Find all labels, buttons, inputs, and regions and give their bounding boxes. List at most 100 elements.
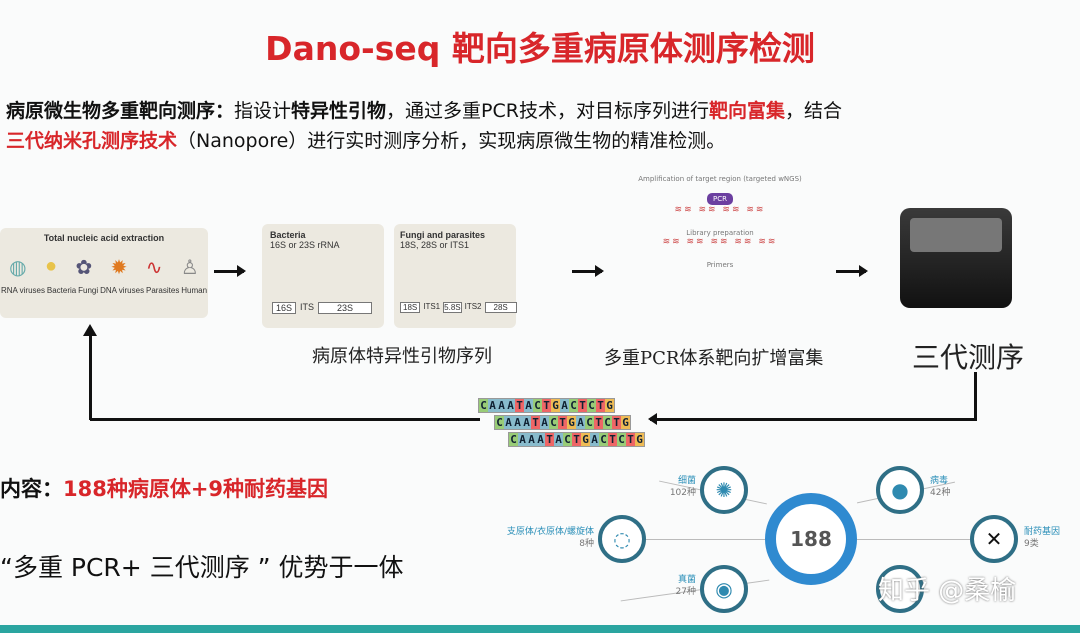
node-mycoplasma: 支原体/衣原体/螺旋体 8种 (500, 526, 594, 550)
nucleotide: T (608, 433, 617, 446)
nucleotide: A (524, 399, 533, 412)
caption-primers: 病原体特异性引物序列 (312, 346, 492, 367)
nucleotide: A (522, 416, 531, 429)
nucleotide: T (515, 399, 524, 412)
hub-line-right (857, 539, 977, 540)
nucleotide: A (497, 399, 506, 412)
arrow-right-1 (214, 265, 246, 277)
nucleotide: C (495, 416, 504, 429)
nucleotide: A (536, 433, 545, 446)
nucleotide: T (531, 416, 540, 429)
nucleotide: A (590, 433, 599, 446)
hub-total: 188 (765, 493, 857, 585)
label-human: Human (181, 286, 208, 295)
node-bacteria-count: 102种 (669, 488, 696, 498)
virus-icon: ● (876, 466, 924, 514)
advantage-text: “多重 PCR+ 三代测序 ” 优势于一体 (0, 553, 404, 582)
library-prep-label: Library preparation (686, 229, 754, 237)
intro-p1: 指设计 (234, 100, 292, 122)
nucleotide: C (549, 416, 558, 429)
label-fungi: Fungi (78, 286, 99, 295)
nucleotide: G (567, 416, 576, 429)
hub-line-left (640, 539, 765, 540)
label-parasites: Parasites (145, 286, 180, 295)
mycoplasma-icon: ◌ (598, 515, 646, 563)
bacteria-icon: ● (44, 255, 58, 277)
nucleotide: T (572, 433, 581, 446)
nucleotide: C (533, 399, 542, 412)
nucleotide: A (504, 416, 513, 429)
node-virus: 病毒 42种 (930, 475, 950, 499)
intro-term: 病原微生物多重靶向测序： (6, 100, 235, 122)
fungi-panel: Fungi and parasites 18S, 28S or ITS1 18S… (394, 224, 517, 328)
virus-icon: ◍ (9, 257, 27, 279)
nucleotide: C (569, 399, 578, 412)
return-line-down (974, 372, 977, 420)
extraction-title: Total nucleic acid extraction (43, 233, 165, 243)
node-mycoplasma-name: 支原体/衣原体/螺旋体 (506, 527, 594, 537)
slide-title: Dano-seq 靶向多重病原体测序检测 (265, 29, 815, 68)
nucleotide: C (479, 399, 488, 412)
arrow-up (89, 334, 92, 420)
gene-its1: ITS1 (423, 302, 441, 311)
content-line: 内容：188种病原体+9种耐药基因 (0, 473, 328, 503)
fungi-icon: ✿ (75, 257, 93, 279)
extraction-panel: Total nucleic acid extraction ◍●✿✹∿♙ RNA… (0, 228, 208, 318)
gene-23s: 23S (318, 302, 373, 314)
nucleotide: A (560, 399, 569, 412)
nucleotide: C (603, 416, 612, 429)
nucleotide: A (488, 399, 497, 412)
nucleotide: T (558, 416, 567, 429)
bacteria-sub: 16S or 23S rRNA (270, 240, 340, 250)
bacteria-icon: ✺ (700, 466, 748, 514)
gene-5-8s: 5.8S (443, 302, 462, 313)
nucleotide: G (635, 433, 644, 446)
node-resistance-name: 耐药基因 (1024, 527, 1061, 537)
label-bacteria: Bacteria (46, 286, 77, 295)
gene-its: ITS (300, 302, 315, 312)
parasite-icon: ∿ (145, 257, 163, 279)
gene-16s: 16S (272, 302, 297, 314)
nucleotide: A (527, 433, 536, 446)
nucleotide: T (612, 416, 621, 429)
nucleotide: T (542, 399, 551, 412)
node-virus-name: 病毒 (930, 476, 949, 486)
nucleotide: C (585, 416, 594, 429)
arrow-right-3 (836, 265, 868, 277)
label-rna-viruses: RNA viruses (0, 286, 45, 295)
nucleotide: C (563, 433, 572, 446)
node-fungi-count: 27种 (675, 587, 696, 597)
nucleotide: C (599, 433, 608, 446)
content-label: 内容： (0, 477, 63, 501)
node-virus-count: 42种 (930, 488, 951, 498)
node-bacteria: 细菌 102种 (640, 475, 696, 499)
arrow-right-2 (572, 265, 604, 277)
gene-its2: ITS2 (464, 302, 482, 311)
nanopore-sequencer-device (900, 208, 1012, 308)
organism-icons: ◍●✿✹∿♙ (0, 255, 208, 280)
parasite-icon (876, 565, 924, 613)
intro-enrich: 靶向富集 (708, 100, 785, 122)
arrow-left-to-sequence (650, 418, 977, 421)
node-fungi-name: 真菌 (677, 575, 696, 585)
nucleotide: A (576, 416, 585, 429)
nucleotide: T (596, 399, 605, 412)
nucleotide: G (605, 399, 614, 412)
nucleotide: C (587, 399, 596, 412)
nucleotide: T (545, 433, 554, 446)
pcr-badge: PCR (707, 193, 733, 205)
node-mycoplasma-count: 8种 (579, 539, 594, 549)
intro-primer: 特异性引物 (291, 100, 387, 122)
nucleotide: T (578, 399, 587, 412)
node-bacteria-name: 细菌 (677, 476, 696, 486)
nucleotide: T (594, 416, 603, 429)
intro-tech: 三代纳米孔测序技术 (6, 130, 178, 152)
fungi-title: Fungi and parasites (400, 230, 486, 240)
pcr-title: Amplification of target region (targeted… (638, 175, 802, 183)
intro-p3: ，结合 (785, 100, 843, 122)
nucleotide: T (626, 433, 635, 446)
bacteria-title: Bacteria (270, 230, 306, 240)
